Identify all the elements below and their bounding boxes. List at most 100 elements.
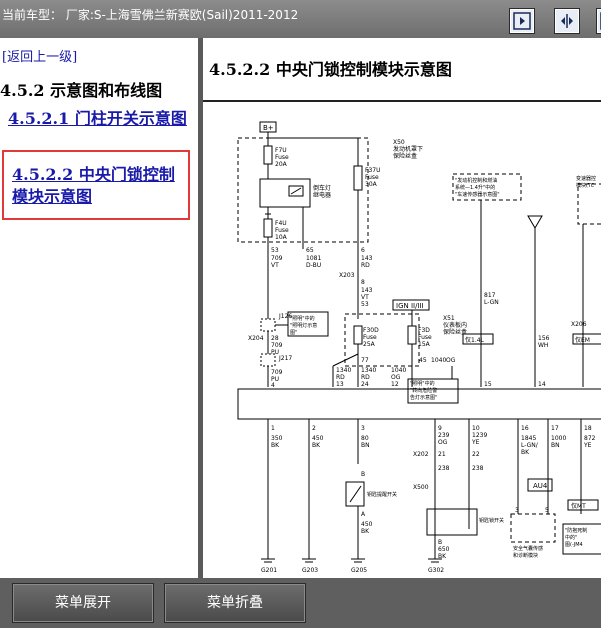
label-x51-desc2: 保险丝盒 [443,328,467,336]
nav-item-label[interactable]: 4.5.2.1 门柱开关示意图 [8,109,187,128]
label-w143b: 143 [361,287,373,294]
label-w1340a: 1340 [336,367,351,374]
nav-item-label[interactable]: 4.5.2.2 中央门锁控制模块示意图 [12,165,175,206]
diagram-lines [237,121,601,559]
label-b-w80: 80 [361,435,369,442]
menu-collapse-button[interactable]: 菜单折叠 [164,583,306,623]
label-w709: 709 [271,255,283,262]
label-w1340b: 1340 [361,367,376,374]
label-w156: 156 [538,335,550,342]
ground-symbols [261,558,442,563]
label-j217: J217 [278,355,292,362]
label-engine-note3: "车速传感器示意图" [455,191,500,198]
label-w65: 65 [306,247,314,254]
menu-expand-label: 菜单展开 [55,595,111,611]
label-au4: AU4 [533,482,548,490]
label-b-w450b: 450 [361,521,373,528]
label-power: B+ [263,124,274,132]
label-wpu2: PU [271,376,279,383]
label-x50: X50 [393,139,405,146]
label-wrd3: RD [361,374,370,381]
label-w15: 15 [484,381,492,388]
label-b-w872: 872 [584,435,596,442]
label-ign: IGN II/III [396,302,424,310]
label-x51-desc1: 仪表板内 [443,321,467,329]
label-wrd: RD [361,262,370,269]
label-b-wb2: B [438,539,442,546]
label-b-w17: 17 [551,425,559,432]
label-engine-note1: "发动机控制和燃油 [455,177,497,184]
label-lighting-note3: 图" [290,330,297,336]
label-tcm-note2: 模块(TC [576,182,595,189]
label-f37u-amp: 30A [365,181,378,188]
fit-width-icon [561,14,573,28]
label-tag-14l: 仅1.4L [465,336,485,344]
label-w1040b: 1040 [391,367,406,374]
label-w77: 77 [361,357,369,364]
label-tag-mt: 仅MT [571,502,586,510]
menu-expand-button[interactable]: 菜单展开 [12,583,154,623]
label-b-wbk5: BK [521,449,530,456]
wiring-diagram: B+ X50 发动机罩下 保险丝盒 F7U Fuse 20A F37U Fuse… [237,121,601,574]
label-b-wbk2: BK [312,442,321,449]
label-b-w21: 21 [438,451,446,458]
label-lighting-note2: "照明灯示意 [290,322,317,329]
label-f30d-type: Fuse [363,334,377,341]
label-f7u: F7U [275,147,287,154]
nav-item-central-lock-module[interactable]: 4.5.2.2 中央门锁控制模块示意图 [2,150,190,220]
label-f4u: F4U [275,220,287,227]
menu-collapse-label: 菜单折叠 [207,595,263,611]
label-f7u-type: Fuse [275,154,289,161]
label-x51: X51 [443,315,455,322]
label-b-w239: 239 [438,432,450,439]
label-turn-note1: "照明"中的 [410,380,435,387]
label-j126: J126 [278,313,292,320]
label-wrd2: RD [336,374,345,381]
label-b-w5: 5 [545,507,549,514]
label-b-w650: 650 [438,546,450,553]
label-b-wbn: BN [361,442,370,449]
label-x204: X204 [248,335,264,342]
label-switch2: 钥匙锁开关 [479,517,504,524]
label-f3d: F3D [418,327,430,334]
label-b-w10: 10 [472,425,480,432]
label-w53b: 53 [361,301,369,308]
label-wdbu: D-BU [306,262,321,269]
label-b-w1: 1 [271,425,275,432]
label-b-w238: 238 [438,465,450,472]
label-x500: X500 [413,484,429,491]
label-anti-note3: 图(-JM4 [565,542,583,548]
page-title: 4.5.2.2 中央门锁控制模块示意图 [209,60,452,79]
label-f30d-amp: 25A [363,341,376,348]
label-w14: 14 [538,381,546,388]
label-b-wlgn: L-GN/ [521,442,539,449]
label-b-wa: A [361,511,366,518]
label-f30d: F30D [363,327,379,334]
label-wpu: PU [271,349,279,356]
back-link[interactable]: [返回上一级] [2,50,78,65]
label-tcm-note1: 变速器控 [576,175,596,182]
section-title: 4.5.2 示意图和布线图 [0,81,163,100]
label-x202: X202 [413,451,429,458]
label-anti-note2: 中的" [565,534,577,541]
label-b-w238b: 238 [472,465,484,472]
expand-button[interactable] [596,8,601,34]
label-b-w3: 3 [361,425,365,432]
next-page-button[interactable] [509,8,535,34]
nav-item-door-switch[interactable]: 4.5.2.1 门柱开关示意图 [8,108,194,130]
label-b-wbk: BK [271,442,280,449]
label-w709b: 709 [271,342,283,349]
fit-width-button[interactable] [554,8,580,34]
label-f3d-amp: 15A [418,341,431,348]
label-f37u-type: Fuse [365,174,379,181]
label-airbag-note2: 和诊断模块 [513,552,538,559]
label-b-w3b: 3 [515,507,519,514]
label-airbag-note1: 安全气囊传感 [513,545,543,552]
label-b-w9: 9 [438,425,442,432]
pane-divider[interactable] [198,38,203,578]
label-wvt2: VT [361,294,369,301]
label-b-w450: 450 [312,435,324,442]
label-w53: 53 [271,247,279,254]
label-w45: 45 [419,357,427,364]
content-pane: 4.5.2.2 中央门锁控制模块示意图 [203,38,601,578]
